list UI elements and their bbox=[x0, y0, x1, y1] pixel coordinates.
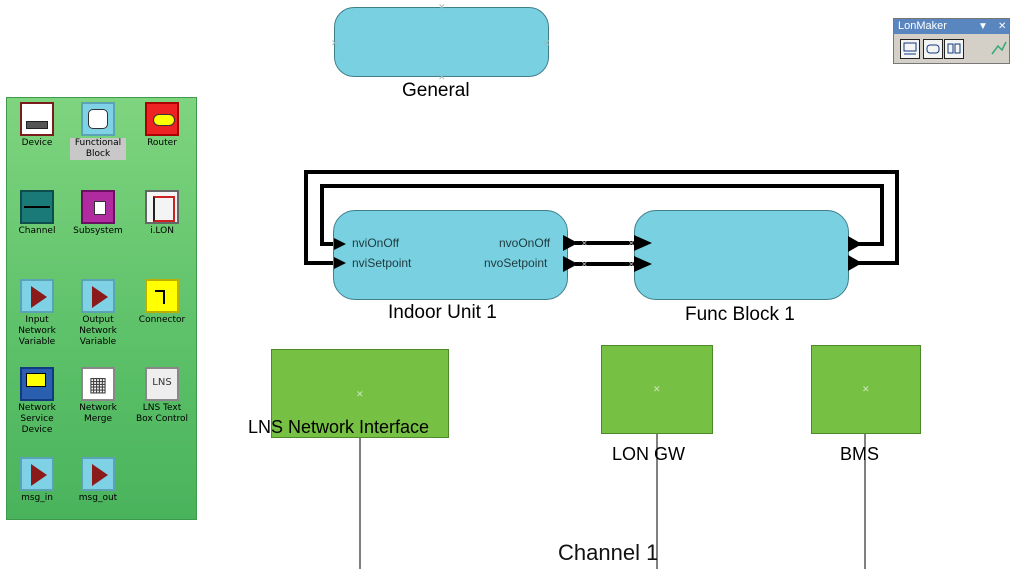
functional-block-func-block-1[interactable] bbox=[634, 210, 849, 300]
functional-block-tool-icon[interactable] bbox=[923, 39, 943, 59]
handle-marker: ✕ bbox=[543, 38, 551, 48]
input-port-label[interactable]: nviSetpoint bbox=[352, 256, 412, 270]
stencil-router[interactable]: Router bbox=[134, 102, 190, 149]
stencil-functional-block[interactable]: Functional Block bbox=[70, 102, 126, 160]
stencil-device[interactable]: Device bbox=[9, 102, 65, 149]
stencil-input-network-variable[interactable]: Input Network Variable bbox=[9, 279, 65, 348]
stencil-label: i.LON bbox=[150, 226, 174, 236]
stencil-label: Device bbox=[21, 138, 53, 148]
subsystem-icon bbox=[81, 190, 115, 224]
network-properties-icon[interactable] bbox=[900, 39, 920, 59]
device-tool-icon[interactable] bbox=[944, 39, 964, 59]
router-icon bbox=[145, 102, 179, 136]
toolbar-title[interactable]: LonMaker bbox=[894, 19, 1009, 34]
channel-label[interactable]: Channel 1 bbox=[558, 540, 659, 565]
stencil-label: LNS Text Box Control bbox=[135, 403, 189, 424]
stencil-label: Output Network Variable bbox=[79, 315, 117, 347]
stencil-label: Functional Block bbox=[70, 138, 126, 160]
output-port-label[interactable]: nvoOnOff bbox=[499, 236, 551, 250]
stencil-label: msg_in bbox=[21, 493, 53, 503]
functional-block-label: Func Block 1 bbox=[685, 304, 795, 325]
msg-out-icon bbox=[81, 457, 115, 491]
network-service-device-icon bbox=[20, 367, 54, 401]
output-port-label[interactable]: nvoSetpoint bbox=[484, 256, 548, 270]
device-center-marker: ✕ bbox=[356, 389, 364, 399]
device-icon bbox=[20, 102, 54, 136]
stencil-lns-text-box-control[interactable]: LNS LNS Text Box Control bbox=[134, 367, 190, 425]
stencil-network-merge[interactable]: Network Merge bbox=[70, 367, 126, 425]
input-network-variable-icon bbox=[20, 279, 54, 313]
svg-text:✕: ✕ bbox=[581, 239, 588, 248]
ilon-icon bbox=[145, 190, 179, 224]
monitor-icon bbox=[991, 41, 1007, 55]
chevron-down-icon[interactable]: ▼ bbox=[978, 21, 988, 32]
device-bms[interactable] bbox=[811, 345, 921, 434]
functional-block-tool-icon bbox=[926, 44, 940, 54]
stencil-connector[interactable]: Connector bbox=[134, 279, 190, 326]
output-network-variable-icon bbox=[81, 279, 115, 313]
stencil-output-network-variable[interactable]: Output Network Variable bbox=[70, 279, 126, 348]
close-icon[interactable]: ✕ bbox=[998, 21, 1007, 32]
output-port-arrow bbox=[848, 236, 862, 252]
device-center-marker: ✕ bbox=[653, 384, 661, 394]
device-lon-gw[interactable] bbox=[601, 345, 713, 434]
stencil-label: Input Network Variable bbox=[18, 315, 56, 347]
svg-text:✕: ✕ bbox=[581, 260, 588, 269]
connector-icon bbox=[145, 279, 179, 313]
monitor-icon[interactable] bbox=[989, 39, 1009, 59]
lns-text-box-icon: LNS bbox=[145, 367, 179, 401]
lonmaker-toolbar: LonMaker ▼ ✕ bbox=[893, 18, 1010, 64]
functional-block-label: Indoor Unit 1 bbox=[388, 302, 497, 323]
device-label: BMS bbox=[840, 444, 880, 464]
functional-block-indoor-unit-1[interactable] bbox=[333, 210, 568, 300]
input-port-label[interactable]: nviOnOff bbox=[352, 236, 400, 250]
stencil-ilon[interactable]: i.LON bbox=[134, 190, 190, 237]
handle-marker: ✕ bbox=[438, 72, 446, 82]
stencil-subsystem[interactable]: Subsystem bbox=[70, 190, 126, 237]
stencil-palette: Device Functional Block Router Channel S… bbox=[6, 97, 197, 520]
stencil-network-service-device[interactable]: Network Service Device bbox=[9, 367, 65, 436]
stencil-label: Router bbox=[147, 138, 177, 148]
stencil-label: msg_out bbox=[78, 493, 118, 503]
msg-in-icon bbox=[20, 457, 54, 491]
device-lns-network-interface[interactable] bbox=[271, 349, 449, 438]
handle-marker: ✕ bbox=[438, 2, 446, 12]
stencil-label: Connector bbox=[138, 315, 186, 325]
channel-icon bbox=[20, 190, 54, 224]
stencil-label: Network Merge bbox=[79, 403, 117, 424]
functional-block-icon bbox=[81, 102, 115, 136]
output-port-arrow bbox=[848, 255, 862, 271]
handle-marker: ✕ bbox=[331, 38, 339, 48]
stencil-msg-in[interactable]: msg_in bbox=[9, 457, 65, 504]
stencil-msg-out[interactable]: msg_out bbox=[70, 457, 126, 504]
subsystem-general-label: General bbox=[402, 80, 470, 101]
device-label: LNS Network Interface bbox=[248, 417, 430, 437]
stencil-label: Subsystem bbox=[73, 226, 123, 236]
network-properties-icon bbox=[903, 42, 917, 55]
stencil-channel[interactable]: Channel bbox=[9, 190, 65, 237]
network-merge-icon bbox=[81, 367, 115, 401]
device-tool-icon bbox=[947, 43, 961, 54]
stencil-label: Channel bbox=[18, 226, 56, 236]
stencil-label: Network Service Device bbox=[18, 403, 56, 435]
subsystem-general-shape[interactable] bbox=[334, 7, 549, 77]
device-center-marker: ✕ bbox=[862, 384, 870, 394]
device-label: LON GW bbox=[612, 444, 686, 464]
